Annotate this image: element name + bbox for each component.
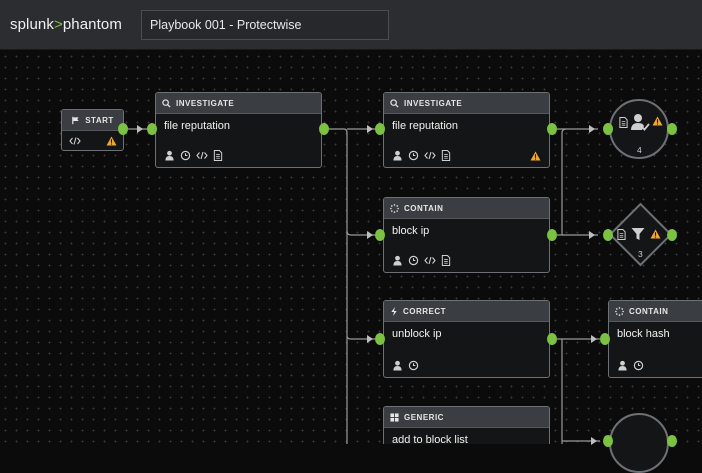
code-icon[interactable] [196,150,208,161]
block-name: block hash [617,328,670,340]
clock-icon[interactable] [408,255,419,266]
warning-icon[interactable] [652,116,663,126]
warning-icon[interactable] [106,136,117,146]
code-icon[interactable] [69,136,81,146]
block-type-label: INVESTIGATE [176,98,235,108]
code-icon[interactable] [424,150,436,161]
connector-arrow [137,125,143,133]
block-type-label: CORRECT [403,306,447,316]
playbook-title-input[interactable] [141,10,389,40]
investigate-block-file-reputation-1[interactable]: INVESTIGATE file reputation [155,92,322,168]
generic-block-add-to-block-list[interactable]: GENERIC add to block list [383,406,550,444]
block-name: file reputation [164,120,231,132]
splunk-phantom-logo[interactable]: splunk>phantom [10,16,122,33]
clock-icon[interactable] [633,360,644,371]
connector-arrow [367,231,373,239]
input-port[interactable] [603,123,613,135]
output-port[interactable] [118,123,128,135]
filter-count: 3 [638,249,643,259]
contain-block-block-ip[interactable]: CONTAIN block ip [383,197,550,273]
input-port[interactable] [603,435,613,447]
user-check-icon [631,114,650,131]
top-bar: splunk>phantom [0,0,702,50]
warning-icon[interactable] [650,229,661,239]
prompt-decision-node[interactable]: 4 [609,99,669,159]
output-port[interactable] [547,229,557,241]
clock-icon[interactable] [408,150,419,161]
output-port[interactable] [547,333,557,345]
output-port[interactable] [319,123,329,135]
connector-arrow [367,335,373,343]
spinner-icon [390,203,399,213]
start-label: START [85,115,114,125]
document-icon[interactable] [617,229,626,240]
document-icon[interactable] [441,150,451,161]
connector-lines [128,128,600,444]
user-icon[interactable] [617,360,628,371]
input-port[interactable] [375,333,385,345]
block-name: add to block list [392,434,468,444]
user-icon[interactable] [392,360,403,371]
investigate-block-file-reputation-2[interactable]: INVESTIGATE file reputation [383,92,550,168]
connector-arrow [591,335,597,343]
connector-arrow [589,125,595,133]
document-icon[interactable] [441,255,451,266]
prompt-decision-node-partial[interactable] [609,413,669,473]
document-icon[interactable] [619,117,628,128]
output-port[interactable] [667,435,677,447]
clock-icon[interactable] [408,360,419,371]
warning-icon[interactable] [530,151,541,161]
user-icon[interactable] [164,150,175,161]
playbook-canvas[interactable]: START INVESTIGATE file reputation INVEST… [0,51,702,473]
contain-block-block-hash[interactable]: CONTAIN block hash [608,300,702,378]
code-icon[interactable] [424,255,436,266]
output-port[interactable] [667,229,677,241]
block-type-label: INVESTIGATE [404,98,463,108]
connector-arrow [367,125,373,133]
input-port[interactable] [600,333,610,345]
block-name: block ip [392,225,430,237]
grid-icon [390,412,399,422]
filter-icon [631,228,645,240]
search-icon [162,98,171,108]
user-icon[interactable] [392,255,403,266]
block-type-label: GENERIC [404,412,444,422]
output-port[interactable] [547,123,557,135]
decision-count: 4 [637,145,642,155]
document-icon[interactable] [213,150,223,161]
connector-arrow [591,437,597,445]
spinner-icon [615,306,624,316]
block-type-label: CONTAIN [404,203,444,213]
output-port[interactable] [667,123,677,135]
search-icon [390,98,399,108]
user-icon[interactable] [392,150,403,161]
start-block[interactable]: START [61,109,124,151]
input-port[interactable] [147,123,157,135]
lightning-icon [391,306,397,316]
block-type-label: CONTAIN [629,306,669,316]
flag-icon [72,116,79,124]
input-port[interactable] [375,123,385,135]
clock-icon[interactable] [180,150,191,161]
input-port[interactable] [375,229,385,241]
input-port[interactable] [603,229,613,241]
block-name: unblock ip [392,328,442,340]
block-name: file reputation [392,120,459,132]
connector-arrow [589,231,595,239]
correct-block-unblock-ip[interactable]: CORRECT unblock ip [383,300,550,378]
